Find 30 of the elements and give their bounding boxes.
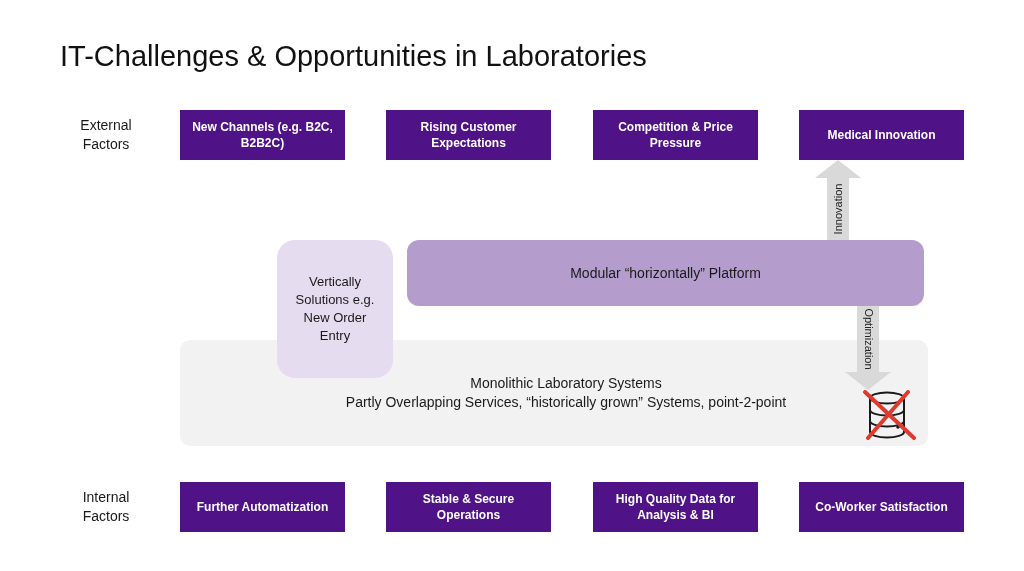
factor-box [593,110,758,160]
factor-text: Rising Customer Expectations [419,119,518,151]
factor-box [799,110,964,160]
platform-band [407,240,924,306]
factor-text: Medical Innovation [826,127,937,143]
solution-panel [277,240,393,378]
row-label: External Factors [79,116,133,154]
block-arrow [845,306,891,390]
slide-title: IT-Challenges & Opportunities in Laboratories [60,40,647,73]
crossed-out-database-icon [862,390,916,440]
factor-box [386,110,551,160]
arrow-label: Optimization [861,308,875,370]
factor-box [180,482,345,532]
factor-box [799,482,964,532]
block-arrow [815,160,861,240]
factor-box [593,482,758,532]
factor-box [180,110,345,160]
factor-text: High Quality Data for Analysis & BI [614,491,737,523]
panel-text: Vertically Solutions e.g. New Order Entry [294,273,376,345]
factor-box [386,482,551,532]
factor-text: Co-Worker Satisfaction [814,499,949,515]
factor-text: Competition & Price Pressure [617,119,734,151]
band-text: Partly Overlapping Services, “historically grown” Systems, point-2-point [345,393,787,412]
band-text: Modular “horizontally” Platform [570,263,761,283]
band-heading: Monolithic Laboratory Systems [470,374,662,393]
factor-text: Stable & Secure Operations [421,491,516,523]
factor-text: New Channels (e.g. B2C, B2B2C) [191,119,334,151]
row-label: Internal Factors [81,488,131,526]
factor-text: Further Automatization [195,499,330,515]
arrow-label: Innovation [831,183,845,235]
